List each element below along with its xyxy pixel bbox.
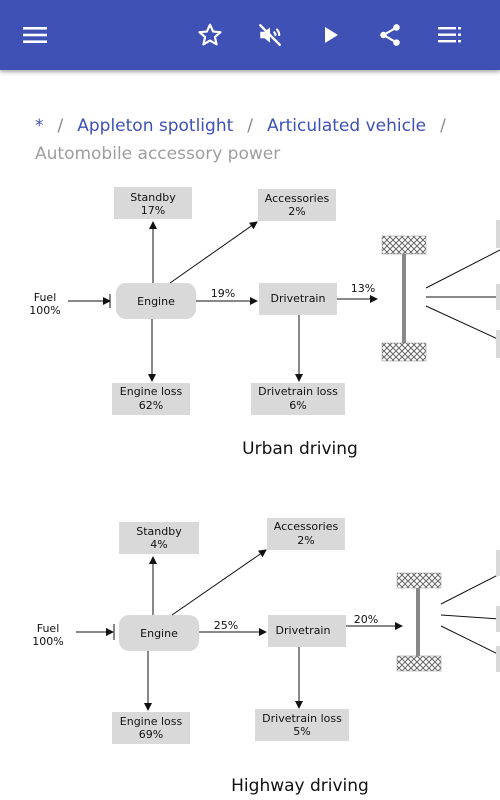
accessories-value: 2% bbox=[288, 205, 305, 218]
star-outline-icon bbox=[198, 23, 222, 46]
play-icon bbox=[325, 27, 338, 43]
standby-label: Standby bbox=[136, 525, 182, 538]
accessories-label: Accessories bbox=[265, 192, 330, 205]
axle-wheels-icon bbox=[381, 220, 500, 362]
drivetrain-box bbox=[259, 283, 337, 315]
diagram-caption-highway: Highway driving bbox=[231, 776, 369, 796]
accessories-box bbox=[258, 189, 336, 221]
engine-box bbox=[119, 615, 199, 651]
menu-button[interactable] bbox=[17, 17, 53, 53]
drivetrain-box bbox=[268, 615, 346, 647]
app-bar bbox=[0, 0, 500, 70]
engine-label: Engine bbox=[140, 627, 178, 640]
fuel-label: Fuel bbox=[37, 622, 60, 635]
fuel-label: Fuel bbox=[34, 291, 57, 304]
engine-loss-box bbox=[112, 712, 190, 744]
mute-button[interactable] bbox=[252, 17, 288, 53]
fuel-value: 100% bbox=[29, 304, 60, 317]
contents-button[interactable] bbox=[432, 17, 468, 53]
accessories-value: 2% bbox=[297, 534, 314, 547]
energy-flow-diagram-highway: Standby 4% Accessories 2% Fuel 100% Engi… bbox=[32, 518, 500, 744]
standby-label: Standby bbox=[130, 191, 176, 204]
engine-loss-value: 69% bbox=[139, 728, 163, 741]
share-icon bbox=[380, 24, 400, 46]
engine-to-drivetrain-value: 25% bbox=[214, 619, 238, 632]
drivetrain-loss-value: 5% bbox=[293, 725, 310, 738]
engine-loss-value: 62% bbox=[139, 399, 163, 412]
engine-box bbox=[116, 283, 196, 319]
share-button[interactable] bbox=[372, 17, 408, 53]
drivetrain-label: Drivetrain bbox=[271, 292, 326, 305]
drivetrain-label: Drivetrain bbox=[276, 624, 331, 637]
engine-label: Engine bbox=[137, 295, 175, 308]
breadcrumb-separator: / bbox=[440, 116, 446, 136]
accessories-label: Accessories bbox=[274, 520, 339, 533]
standby-box bbox=[119, 522, 199, 554]
engine-loss-label: Engine loss bbox=[120, 385, 183, 398]
drivetrain-loss-label: Drivetrain loss bbox=[258, 385, 338, 398]
drivetrain-loss-label: Drivetrain loss bbox=[262, 712, 342, 725]
engine-loss-box bbox=[112, 383, 190, 415]
diagram-caption-urban: Urban driving bbox=[242, 439, 358, 459]
drivetrain-loss-box bbox=[255, 709, 349, 741]
menu-icon bbox=[23, 27, 47, 43]
breadcrumb-current-page: Automobile accessory power bbox=[35, 144, 281, 164]
standby-box bbox=[114, 187, 192, 219]
play-button[interactable] bbox=[312, 17, 348, 53]
accessories-box bbox=[267, 518, 345, 550]
breadcrumb-item-appleton-spotlight[interactable]: Appleton spotlight bbox=[77, 116, 234, 136]
breadcrumb-item-home[interactable]: * bbox=[35, 116, 44, 136]
breadcrumb-item-articulated-vehicle[interactable]: Articulated vehicle bbox=[267, 116, 427, 136]
axle-wheels-icon bbox=[396, 550, 500, 672]
breadcrumb-separator: / bbox=[57, 116, 64, 136]
drivetrain-to-wheels-value: 20% bbox=[354, 613, 378, 626]
drivetrain-loss-value: 6% bbox=[289, 399, 306, 412]
breadcrumb: * / Appleton spotlight / Articulated vehicle… bbox=[35, 112, 475, 168]
drivetrain-loss-box bbox=[251, 383, 345, 415]
fuel-value: 100% bbox=[32, 635, 63, 648]
standby-value: 17% bbox=[141, 204, 165, 217]
engine-to-drivetrain-value: 19% bbox=[211, 287, 235, 300]
engine-loss-label: Engine loss bbox=[120, 715, 183, 728]
drivetrain-to-wheels-value: 13% bbox=[351, 282, 375, 295]
playlist-icon bbox=[438, 27, 461, 43]
volume-off-icon bbox=[259, 24, 281, 46]
bookmark-button[interactable] bbox=[192, 17, 228, 53]
standby-value: 4% bbox=[150, 538, 167, 551]
breadcrumb-separator: / bbox=[247, 116, 253, 136]
energy-flow-diagram-urban: Standby 17% Accessories 2% Fuel 100% Eng… bbox=[29, 187, 500, 415]
